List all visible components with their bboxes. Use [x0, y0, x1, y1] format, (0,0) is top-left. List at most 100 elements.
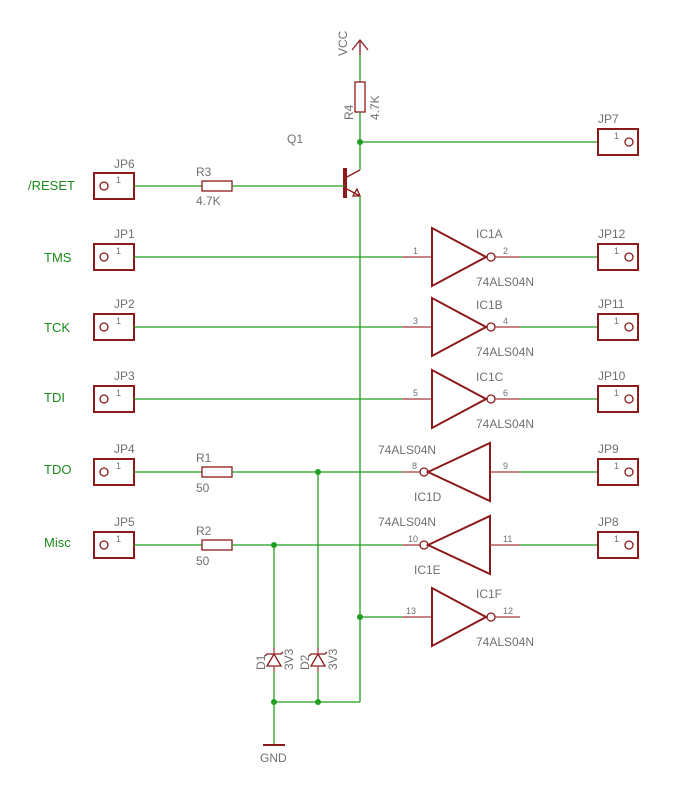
connector-jp8: 1 JP8: [597, 515, 639, 559]
svg-text:1: 1: [116, 461, 121, 471]
ic1d-part: 74ALS04N: [378, 443, 436, 457]
ic1c-part: 74ALS04N: [476, 417, 534, 431]
r3-name: R3: [196, 165, 212, 179]
net-tdo: TDO: [44, 462, 71, 477]
resistor-r3: R3 4.7K: [196, 165, 233, 208]
ic1e-name: IC1E: [414, 563, 441, 577]
ic1f-name: IC1F: [476, 587, 502, 601]
inverter-ic1b: 3 4 IC1B 74ALS04N: [402, 296, 534, 359]
d1-name: D1: [254, 654, 268, 670]
resistor-r4: R4 4.7K: [342, 81, 382, 120]
inverter-ic1e: 10 11 74ALS04N IC1E: [378, 514, 520, 577]
svg-text:5: 5: [413, 388, 418, 398]
transistor-q1: Q1: [287, 132, 361, 198]
svg-text:1: 1: [614, 316, 619, 326]
connector-jp12: 1 JP12: [597, 227, 639, 271]
r4-value: 4.7K: [368, 95, 382, 120]
connector-jp10: 1 JP10: [597, 369, 639, 413]
svg-text:1: 1: [614, 534, 619, 544]
svg-text:4: 4: [503, 316, 508, 326]
inverter-ic1c: 5 6 IC1C 74ALS04N: [402, 368, 534, 431]
ic1e-part: 74ALS04N: [378, 515, 436, 529]
jp11-label: JP11: [598, 297, 625, 311]
connector-jp3: 1 JP3: [93, 369, 135, 413]
r1-value: 50: [196, 481, 210, 495]
svg-text:1: 1: [116, 388, 121, 398]
svg-text:10: 10: [408, 534, 418, 544]
jp5-label: JP5: [114, 515, 135, 529]
svg-text:1: 1: [614, 131, 619, 141]
connector-jp2: 1 JP2: [93, 297, 135, 341]
svg-text:1: 1: [413, 246, 418, 256]
junction: [357, 614, 363, 620]
connector-jp9: 1 JP9: [597, 442, 639, 486]
svg-text:11: 11: [503, 534, 512, 544]
ic1b-part: 74ALS04N: [476, 345, 534, 359]
svg-text:13: 13: [406, 606, 416, 616]
d1-value: 3V3: [282, 648, 296, 670]
diode-d1: D1 3V3: [254, 648, 296, 672]
connector-jp1: 1 JP1: [93, 227, 135, 271]
jp2-label: JP2: [114, 297, 135, 311]
svg-text:12: 12: [503, 606, 513, 616]
q1-name: Q1: [287, 132, 303, 146]
jp9-label: JP9: [598, 442, 619, 456]
inverter-ic1a: 1 2 IC1A 74ALS04N: [402, 226, 534, 289]
svg-text:6: 6: [503, 388, 508, 398]
connector-jp4: 1 JP4: [93, 442, 135, 486]
ic1a-name: IC1A: [476, 227, 503, 241]
ic1c-name: IC1C: [476, 370, 504, 384]
vcc-label: VCC: [336, 30, 350, 56]
jp7-label: JP7: [598, 112, 619, 126]
d2-value: 3V3: [326, 648, 340, 670]
diode-d2: D2 3V3: [298, 648, 340, 672]
resistor-r1: R1 50: [196, 451, 233, 495]
r3-value: 4.7K: [196, 194, 221, 208]
r2-value: 50: [196, 554, 210, 568]
r4-name: R4: [342, 104, 356, 120]
jp6-label: JP6: [114, 157, 135, 171]
vcc-symbol: VCC: [336, 30, 369, 56]
connector-jp6: 1 JP6: [93, 157, 135, 200]
svg-text:1: 1: [116, 246, 121, 256]
jp4-label: JP4: [114, 442, 135, 456]
inverter-ic1f: 13 12 IC1F 74ALS04N: [402, 586, 534, 649]
svg-text:1: 1: [614, 246, 619, 256]
junction: [357, 139, 363, 145]
svg-text:1: 1: [116, 534, 121, 544]
jp10-label: JP10: [598, 369, 626, 383]
svg-text:1: 1: [614, 461, 619, 471]
svg-text:2: 2: [503, 246, 508, 256]
net-tck: TCK: [44, 320, 70, 335]
gnd-symbol: GND: [260, 744, 287, 765]
net-tms: TMS: [44, 250, 72, 265]
jp8-label: JP8: [598, 515, 619, 529]
jp3-label: JP3: [114, 369, 135, 383]
resistor-r2: R2 50: [196, 524, 233, 568]
junction: [315, 699, 321, 705]
gnd-label: GND: [260, 751, 287, 765]
ic1a-part: 74ALS04N: [476, 275, 534, 289]
connector-jp5: 1 JP5: [93, 515, 135, 559]
ic1d-name: IC1D: [414, 490, 442, 504]
junction: [271, 699, 277, 705]
r1-name: R1: [196, 451, 212, 465]
d2-name: D2: [298, 654, 312, 670]
net-misc: Misc: [44, 535, 71, 550]
inverter-ic1d: 8 9 74ALS04N IC1D: [378, 441, 520, 504]
svg-text:1: 1: [116, 175, 121, 185]
jp1-label: JP1: [114, 227, 135, 241]
svg-text:3: 3: [413, 316, 418, 326]
svg-text:1: 1: [116, 316, 121, 326]
r2-name: R2: [196, 524, 212, 538]
svg-text:1: 1: [614, 388, 619, 398]
svg-text:8: 8: [412, 461, 417, 471]
svg-text:9: 9: [503, 461, 508, 471]
net-tdi: TDI: [44, 390, 65, 405]
net-reset: /RESET: [28, 178, 75, 193]
jp12-label: JP12: [598, 227, 626, 241]
connector-jp7: 1 JP7: [597, 112, 639, 156]
ic1f-part: 74ALS04N: [476, 635, 534, 649]
ic1b-name: IC1B: [476, 298, 503, 312]
connector-jp11: 1 JP11: [597, 297, 639, 341]
